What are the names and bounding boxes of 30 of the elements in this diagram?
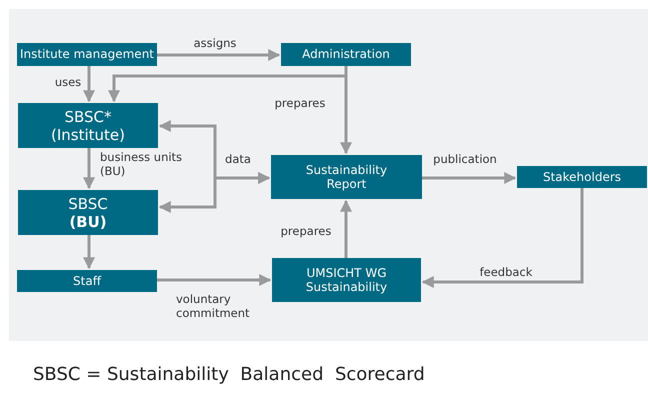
box-label: Staff — [73, 274, 101, 288]
process-box — [17, 270, 157, 292]
box-label: SBSC (BU) — [67, 194, 109, 230]
edge-label: feedback — [480, 265, 532, 280]
arrow — [157, 49, 280, 61]
process-box — [17, 43, 157, 66]
abbreviation-note: SBSC = Sustainability Balanced Scorecard — [33, 364, 425, 385]
process-box — [18, 190, 158, 235]
box-label: Administration — [302, 47, 390, 62]
process-box — [18, 103, 158, 148]
process-box — [271, 155, 422, 199]
box-label: Sustainability Report — [304, 162, 388, 192]
arrow — [83, 66, 95, 102]
edge-label: assigns — [194, 36, 236, 50]
box-label: Stakeholders — [542, 170, 622, 184]
process-box — [272, 258, 421, 302]
arrow — [422, 188, 584, 288]
arrow — [340, 200, 352, 258]
arrow — [158, 172, 270, 213]
box-label: UMSICHT WG Sustainability — [304, 266, 388, 294]
box-label: Institute management — [20, 47, 154, 62]
arrow — [83, 235, 95, 270]
arrow — [83, 148, 95, 190]
edge-label: data — [225, 152, 251, 166]
edge-label: publication — [433, 152, 497, 166]
process-box — [281, 43, 411, 66]
box-label: SBSC* (Institute) — [50, 108, 126, 144]
process-box — [517, 166, 647, 188]
arrow — [422, 172, 516, 184]
arrow — [157, 274, 272, 286]
